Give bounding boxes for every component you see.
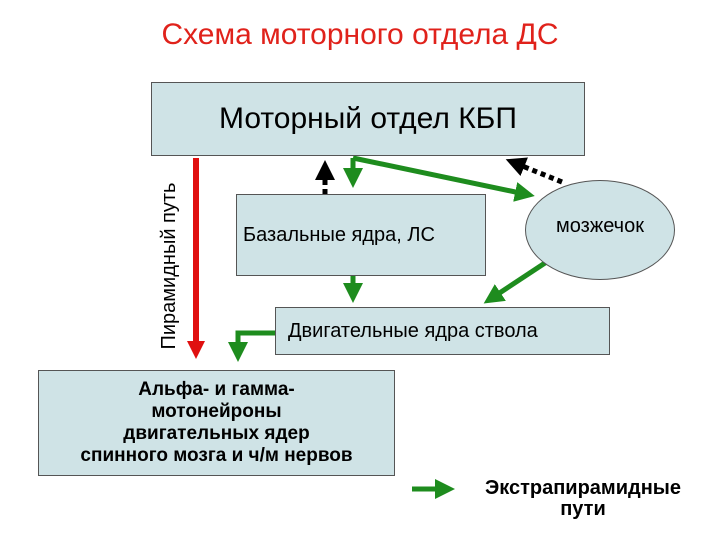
legend-extrapyramidal-label: Экстрапирамидные пути (484, 477, 681, 520)
diagram-title: Схема моторного отдела ДС (161, 18, 559, 51)
kbp-to-cerebellum-arrow (352, 155, 535, 202)
cerebellum-to-kbp-arrow (505, 157, 563, 185)
pyramidal-tract-label: Пирамидный путь (158, 182, 180, 350)
stem-to-alpha-arrow (228, 330, 275, 362)
basal-ganglia-node: Базальные ядра, ЛС (236, 194, 486, 276)
cerebellum-node: мозжечок (525, 180, 675, 280)
alpha-gamma-motoneurons-node: Альфа- и гамма- мотонейроны двигательных… (38, 370, 395, 476)
brainstem-nuclei-node: Двигательные ядра ствола (275, 307, 610, 355)
cerebellum-to-stem-arrow (483, 258, 550, 304)
kbp-node: Моторный отдел КБП (151, 82, 585, 156)
